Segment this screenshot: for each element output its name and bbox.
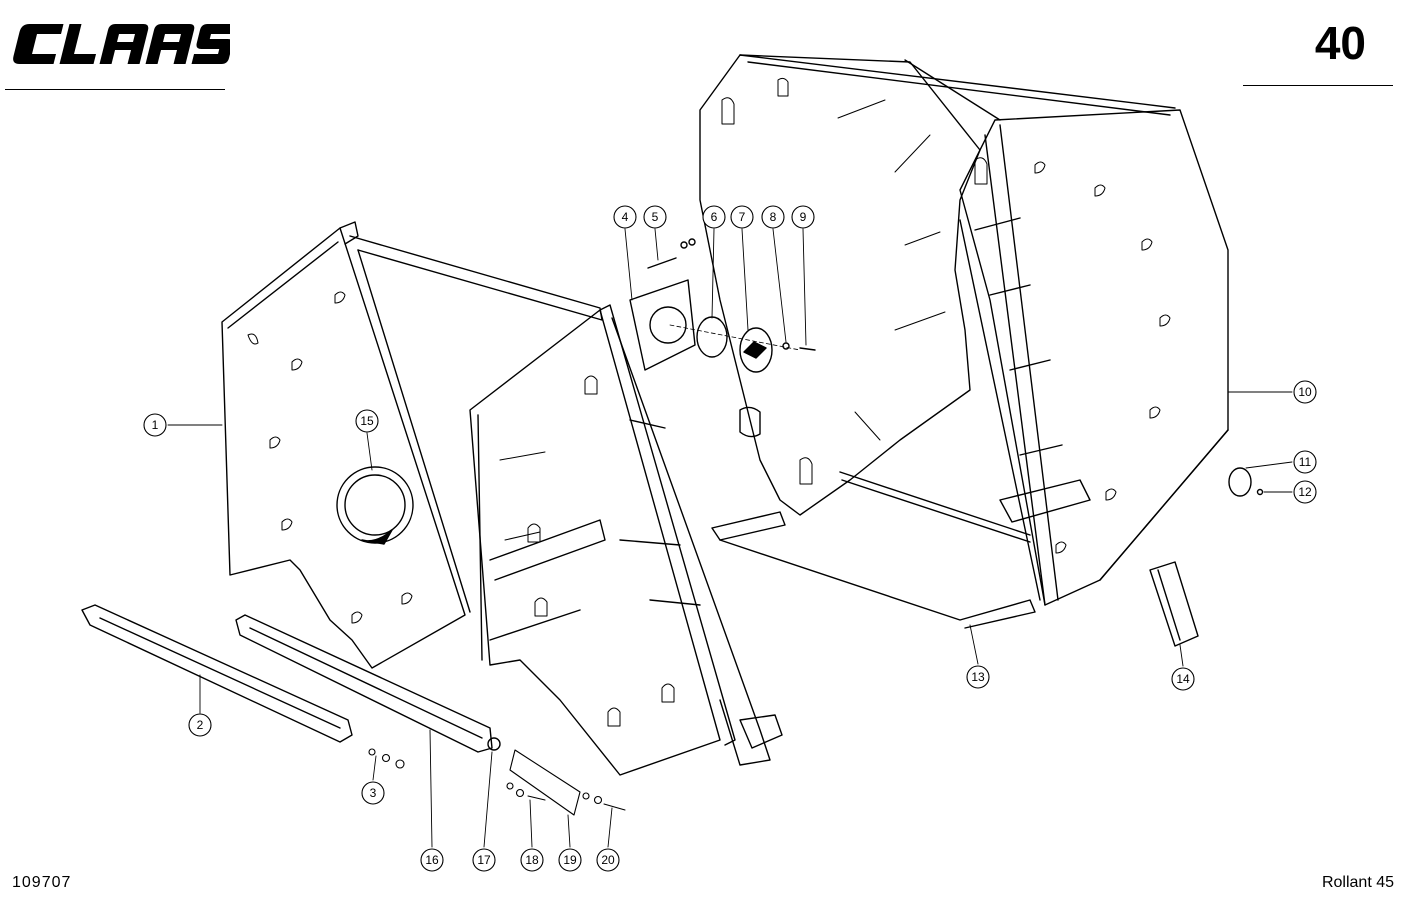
svg-text:1: 1 bbox=[152, 418, 159, 432]
callout-15: 15 bbox=[355, 409, 379, 433]
svg-text:5: 5 bbox=[652, 210, 659, 224]
claas-logo bbox=[13, 24, 230, 64]
svg-text:10: 10 bbox=[1298, 385, 1312, 399]
document-number: 109707 bbox=[12, 874, 72, 891]
svg-text:16: 16 bbox=[425, 853, 439, 867]
header-right-rule bbox=[1243, 85, 1393, 86]
callout-16: 16 bbox=[420, 848, 444, 872]
svg-text:4: 4 bbox=[622, 210, 629, 224]
callout-6: 6 bbox=[702, 205, 726, 229]
callout-18: 18 bbox=[520, 848, 544, 872]
callout-8: 8 bbox=[761, 205, 785, 229]
svg-text:3: 3 bbox=[370, 786, 377, 800]
callout-13: 13 bbox=[966, 665, 990, 689]
stay-bar-2 bbox=[81, 604, 353, 743]
stay-bar-16 bbox=[235, 614, 501, 753]
header-left-rule bbox=[5, 89, 225, 90]
svg-text:13: 13 bbox=[971, 670, 985, 684]
svg-text:18: 18 bbox=[525, 853, 539, 867]
callout-5: 5 bbox=[643, 205, 667, 229]
svg-text:17: 17 bbox=[477, 853, 491, 867]
page-number: 40 bbox=[1314, 17, 1366, 69]
cover-plate-14 bbox=[1149, 561, 1199, 647]
callout-17: 17 bbox=[472, 848, 496, 872]
callout-2: 2 bbox=[188, 713, 212, 737]
callout-9: 9 bbox=[791, 205, 815, 229]
svg-text:14: 14 bbox=[1176, 672, 1190, 686]
svg-text:19: 19 bbox=[563, 853, 577, 867]
callout-3: 3 bbox=[361, 781, 385, 805]
svg-text:20: 20 bbox=[601, 853, 615, 867]
callout-7: 7 bbox=[730, 205, 754, 229]
model-name: Rollant 45 bbox=[1321, 874, 1394, 891]
svg-text:6: 6 bbox=[711, 210, 718, 224]
callout-12: 12 bbox=[1293, 480, 1317, 504]
fastener-hardware bbox=[368, 748, 626, 816]
svg-text:7: 7 bbox=[739, 210, 746, 224]
left-side-panel bbox=[221, 221, 603, 669]
callout-10: 10 bbox=[1293, 380, 1317, 404]
callout-19: 19 bbox=[558, 848, 582, 872]
callout-11: 11 bbox=[1293, 450, 1317, 474]
svg-text:15: 15 bbox=[360, 414, 374, 428]
callout-1: 1 bbox=[143, 413, 167, 437]
svg-text:8: 8 bbox=[770, 210, 777, 224]
callout-14: 14 bbox=[1171, 667, 1195, 691]
callout-4: 4 bbox=[613, 205, 637, 229]
centre-frame bbox=[469, 304, 783, 776]
bearing-assembly bbox=[629, 238, 816, 373]
svg-text:11: 11 bbox=[1299, 455, 1312, 469]
svg-text:12: 12 bbox=[1298, 485, 1312, 499]
svg-text:2: 2 bbox=[197, 718, 204, 732]
right-side-panel bbox=[699, 54, 1264, 629]
leader-lines bbox=[167, 228, 1293, 848]
svg-text:9: 9 bbox=[800, 210, 807, 224]
callout-20: 20 bbox=[596, 848, 620, 872]
